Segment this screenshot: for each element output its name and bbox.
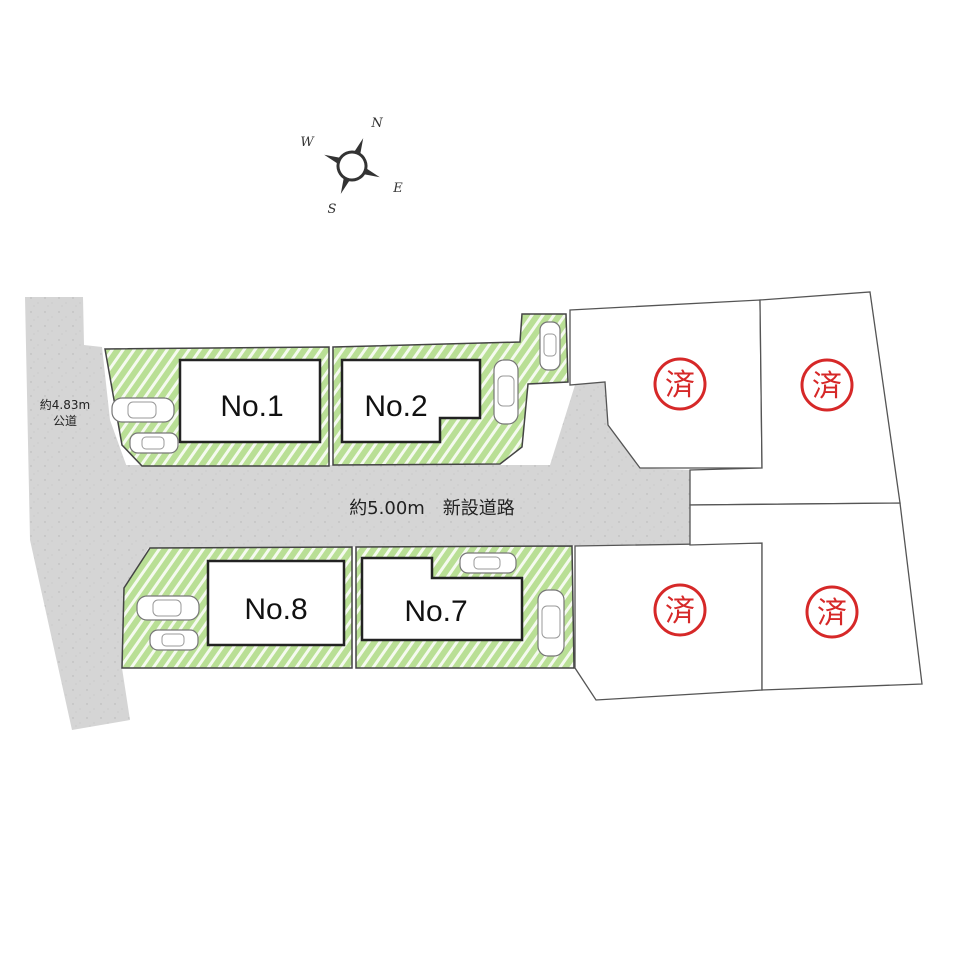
car-icon <box>149 629 199 651</box>
car-icon <box>493 359 519 425</box>
sold-stamp: 済 <box>653 357 707 411</box>
lot-no7[interactable]: No.7 <box>355 545 575 669</box>
compass-south: S <box>328 202 337 217</box>
lot-no2[interactable]: No.2 <box>332 313 569 466</box>
svg-text:済: 済 <box>665 368 695 403</box>
sold-stamp: 済 <box>805 585 859 639</box>
car-icon <box>129 432 179 454</box>
svg-text:済: 済 <box>812 369 842 404</box>
public-road <box>25 297 150 730</box>
lot-no8[interactable]: No.8 <box>121 546 353 669</box>
lot-no2-building <box>340 358 482 444</box>
car-icon <box>136 595 200 621</box>
compass-east: E <box>392 181 403 196</box>
svg-text:済: 済 <box>817 596 847 631</box>
svg-text:済: 済 <box>665 594 695 629</box>
sold-stamp: 済 <box>800 358 854 412</box>
compass-north: N <box>370 116 383 131</box>
car-icon <box>537 589 565 657</box>
lot-no8-building <box>206 559 346 647</box>
lot-no7-label: No.7 <box>404 595 467 628</box>
public-road-width-label: 約4.83m <box>40 397 90 412</box>
lot-no7-building <box>360 556 524 642</box>
public-road-type-label: 公道 <box>53 414 77 428</box>
sold-stamp: 済 <box>653 583 707 637</box>
car-icon <box>459 552 517 574</box>
lot-no8-label: No.8 <box>244 593 307 626</box>
lot-no2-label: No.2 <box>364 390 427 423</box>
compass-icon <box>324 138 380 194</box>
new-road-label: 約5.00m 新設道路 <box>349 498 515 519</box>
lot-no1-label: No.1 <box>220 390 283 423</box>
car-icon <box>111 397 175 423</box>
lot-no1[interactable]: No.1 <box>104 346 330 467</box>
car-icon <box>539 321 561 371</box>
sold-lot-bottom-right[interactable] <box>689 502 923 691</box>
lot-no1-building <box>178 358 322 444</box>
compass-west: W <box>300 135 315 150</box>
